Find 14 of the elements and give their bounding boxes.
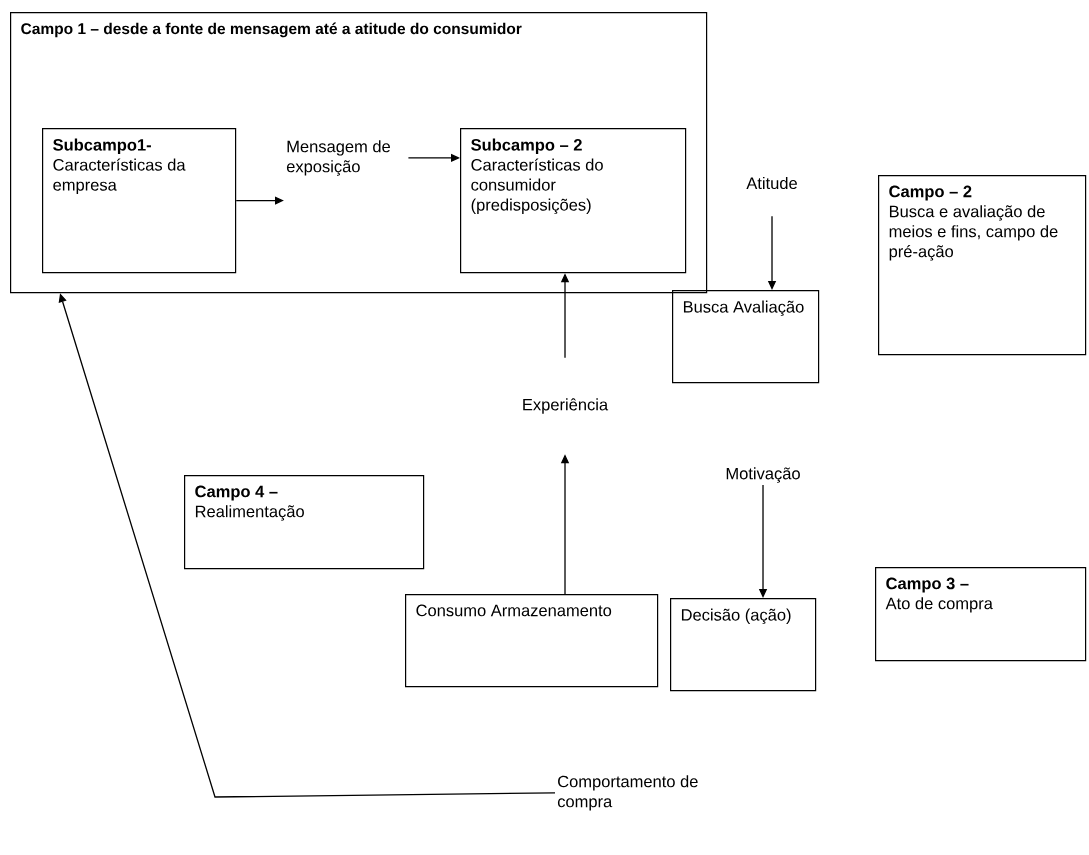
process-box: Decisão (ação): [670, 598, 817, 692]
field-box: Campo – 2 Busca e avaliação de meios e fins, campo de pré-ação: [878, 175, 1087, 356]
process-box: Subcampo – 2 Características do consumidor (predisposições): [460, 128, 687, 274]
process-box: Subcampo1- Características da empresa: [42, 128, 237, 274]
flow-text: Comportamento de compra: [557, 775, 698, 811]
field-box: Campo 3 – Ato de compra: [875, 567, 1087, 662]
flow-text: Motivação: [726, 467, 800, 483]
process-box: Consumo Armazenamento: [405, 594, 659, 688]
flow-text: Mensagem de exposição: [286, 140, 390, 176]
flow-text: Experiência: [523, 398, 609, 414]
arrow: [235, 196, 284, 205]
flow-text: Atitude: [746, 176, 797, 190]
process-box: Busca Avaliação: [672, 290, 820, 384]
field-box: Campo 4 – Realimentação: [184, 475, 425, 570]
